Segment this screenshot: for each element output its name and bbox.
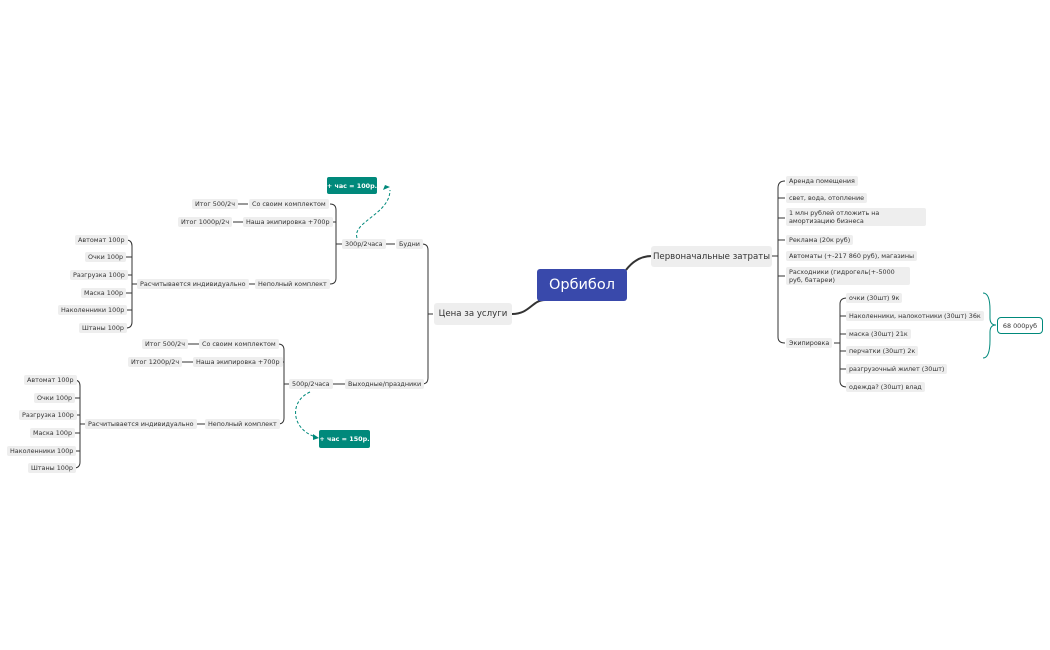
weekdays-our-kit-node[interactable]: Наша экипировка +700р [243, 217, 333, 227]
weekends-item-pants[interactable]: Штаны 100р [28, 463, 76, 473]
initial-costs-topic[interactable]: Первоначальные затраты [651, 246, 772, 267]
weekdays-item-kneepads[interactable]: Наколенники 100р [58, 305, 128, 315]
weekdays-node[interactable]: Будни [396, 239, 423, 249]
weekends-own-kit-total[interactable]: Итог 500/2ч [142, 339, 188, 349]
weekends-own-kit-node[interactable]: Со своим комплектом [199, 339, 279, 349]
equipment-vest[interactable]: разгрузочный жилет (30шт) [846, 364, 948, 374]
cost-rifles[interactable]: Автоматы (+-217 860 руб), магазины [786, 251, 918, 261]
weekends-extra-hour-callout[interactable]: + час = 150р. [319, 430, 370, 448]
weekends-individual-calc-node[interactable]: Расчитывается индивидуально [85, 419, 197, 429]
weekdays-extra-hour-callout[interactable]: + час = 100р. [327, 177, 377, 194]
equipment-gloves[interactable]: перчатки (30шт) 2к [846, 346, 919, 356]
weekends-our-kit-total[interactable]: Итог 1200р/2ч [128, 357, 183, 367]
cost-amortization[interactable]: 1 млн рублей отложить на амортизацию биз… [786, 208, 926, 226]
weekdays-item-pants[interactable]: Штаны 100р [79, 323, 127, 333]
equipment-summary[interactable]: 68 000руб [997, 317, 1043, 334]
weekdays-our-kit-total[interactable]: Итог 1000р/2ч [178, 217, 233, 227]
weekends-item-rifle[interactable]: Автомат 100р [24, 375, 77, 385]
weekends-item-vest[interactable]: Разгрузка 100р [19, 410, 77, 420]
weekdays-item-vest[interactable]: Разгрузка 100р [70, 270, 128, 280]
price-topic[interactable]: Цена за услуги [434, 303, 512, 325]
cost-utilities[interactable]: свет, вода, отопление [786, 193, 868, 203]
weekends-tier-node[interactable]: 500р/2часа [289, 379, 333, 389]
equipment-glasses[interactable]: очки (30шт) 9к [846, 293, 903, 303]
weekdays-item-glasses[interactable]: Очки 100р [85, 252, 127, 262]
cost-rent[interactable]: Аренда помещения [786, 176, 858, 186]
cost-advertising[interactable]: Реклама (20к руб) [786, 235, 854, 245]
weekdays-own-kit-total[interactable]: Итог 500/2ч [192, 199, 238, 209]
weekends-item-kneepads[interactable]: Наколенники 100р [7, 446, 77, 456]
weekdays-item-rifle[interactable]: Автомат 100р [75, 235, 128, 245]
equipment-node[interactable]: Экипировка [786, 338, 833, 348]
equipment-kneepads[interactable]: Наколенники, налокотники (30шт) 36к [846, 311, 984, 321]
central-topic[interactable]: Орбибол [537, 269, 627, 301]
weekdays-item-mask[interactable]: Маска 100р [81, 288, 127, 298]
equipment-clothing[interactable]: одежда? (30шт) влад [846, 382, 925, 392]
weekends-partial-kit-node[interactable]: Неполный комплект [205, 419, 280, 429]
cost-consumables[interactable]: Расходники (гидрогель(+-5000 руб, батаре… [786, 267, 910, 285]
weekdays-own-kit-node[interactable]: Со своим комплектом [249, 199, 329, 209]
equipment-mask[interactable]: маска (30шт) 21к [846, 329, 911, 339]
weekends-item-glasses[interactable]: Очки 100р [34, 393, 76, 403]
weekdays-tier-node[interactable]: 300р/2часа [342, 239, 386, 249]
weekdays-individual-calc-node[interactable]: Расчитывается индивидуально [137, 279, 249, 289]
weekends-node[interactable]: Выходные/праздники [345, 379, 425, 389]
weekdays-partial-kit-node[interactable]: Неполный комплект [255, 279, 330, 289]
weekends-our-kit-node[interactable]: Наша экипировка +700р [193, 357, 283, 367]
weekends-item-mask[interactable]: Маска 100р [30, 428, 76, 438]
